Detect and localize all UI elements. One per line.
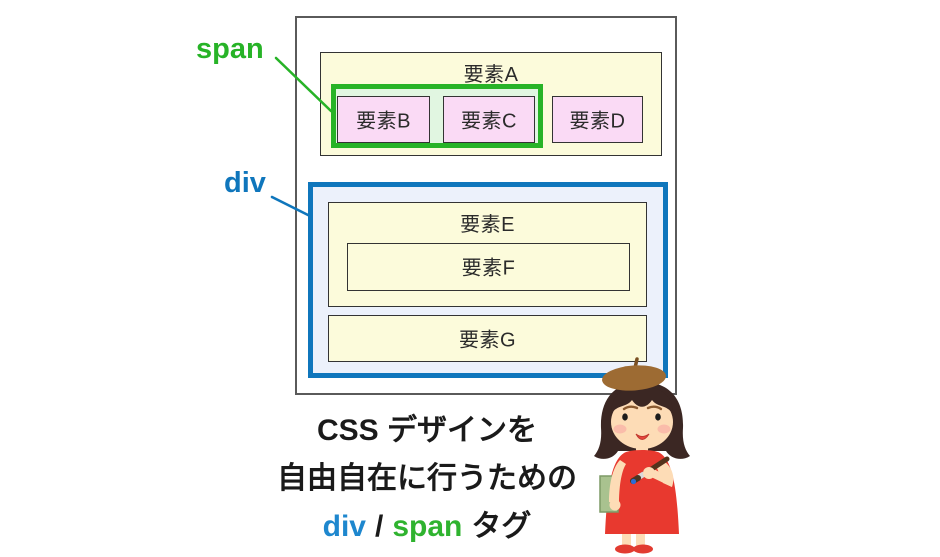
right-eye (655, 413, 661, 421)
element-b-box: 要素B (337, 96, 430, 143)
caption-span-word: span (392, 510, 463, 543)
left-arm (609, 460, 626, 504)
caption-separator: / (374, 510, 384, 543)
caption-line-1: CSS デザインを (316, 414, 538, 447)
paint-drop (630, 478, 637, 485)
div-callout-label: div (224, 167, 266, 199)
caption-div-word: div (322, 510, 366, 543)
element-c-box: 要素C (443, 96, 535, 143)
right-cheek (657, 424, 671, 434)
left-eye (622, 413, 628, 421)
caption-tag-word: タグ (471, 510, 532, 543)
caption-line-2: 自由自在に行うための (277, 462, 577, 495)
element-d-label: 要素D (569, 109, 626, 132)
left-shoe (615, 544, 635, 554)
element-f-label: 要素F (461, 257, 516, 280)
element-c-label: 要素C (461, 109, 517, 132)
left-cheek (613, 424, 627, 434)
element-g-box: 要素G (328, 315, 647, 362)
element-a-label: 要素A (463, 64, 519, 86)
left-leg (622, 534, 631, 547)
right-shoe (633, 544, 653, 554)
neck (636, 444, 648, 454)
bangs-shape (611, 387, 673, 414)
left-hand (609, 499, 621, 511)
right-hand (643, 467, 655, 479)
beret (602, 365, 666, 391)
right-eyebrow (646, 405, 663, 411)
element-b-label: 要素B (356, 109, 411, 132)
element-e-label: 要素E (460, 214, 515, 236)
element-g-label: 要素G (458, 328, 517, 351)
element-d-box: 要素D (552, 96, 643, 143)
artist-girl-illustration (594, 357, 690, 554)
mouth (635, 433, 650, 440)
span-callout-label: span (196, 33, 264, 65)
left-eyebrow (622, 405, 639, 411)
element-f-box: 要素F (347, 243, 630, 291)
right-leg (636, 534, 645, 547)
